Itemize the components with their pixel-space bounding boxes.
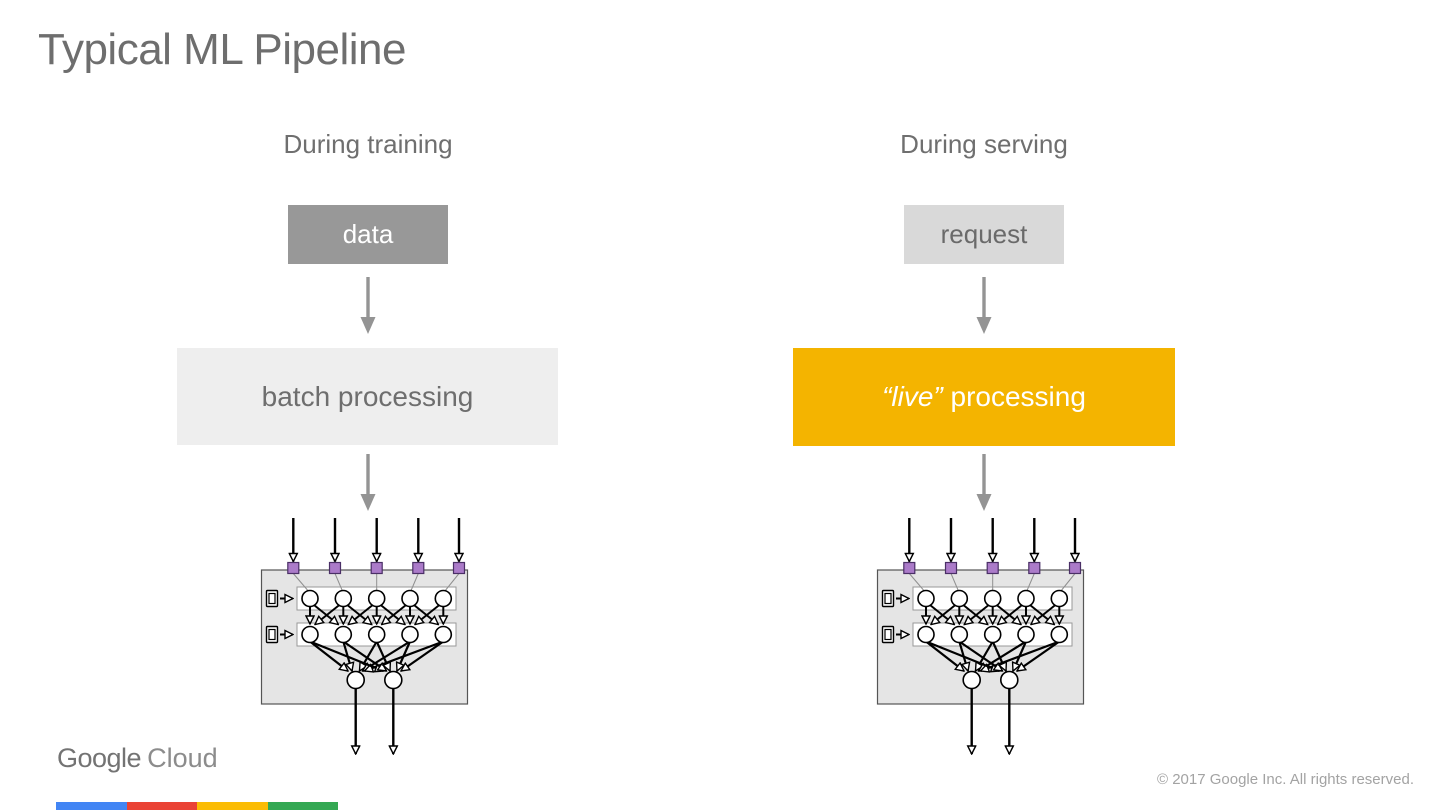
logo-google-wordmark: Google (57, 743, 142, 773)
bar-segment-green (267, 802, 338, 810)
process-label: batch processing (261, 380, 474, 412)
down-arrow-icon (358, 454, 378, 512)
page-title: Typical ML Pipeline (38, 25, 406, 74)
data-box: data (288, 205, 448, 264)
bar-segment-yellow (197, 802, 268, 810)
down-arrow-icon (974, 454, 994, 512)
column-header-serving: During serving (900, 129, 1068, 159)
brand-color-bar (56, 802, 338, 810)
neural-network-diagram (874, 514, 1086, 756)
copyright-text: © 2017 Google Inc. All rights reserved. (1156, 771, 1414, 788)
down-arrow-icon (358, 277, 378, 335)
process-label: processing (942, 381, 1086, 412)
live-processing-box: “live” processing (793, 348, 1175, 446)
batch-processing-box: batch processing (177, 348, 558, 445)
down-arrow-icon (974, 277, 994, 335)
neural-network-diagram (258, 514, 470, 756)
logo-cloud-wordmark: Cloud (147, 743, 218, 773)
column-header-training: During training (283, 129, 453, 159)
process-label-emphasis: “live” (882, 381, 943, 412)
bar-segment-red (126, 802, 197, 810)
request-box: request (904, 205, 1064, 264)
bar-segment-blue (56, 802, 127, 810)
